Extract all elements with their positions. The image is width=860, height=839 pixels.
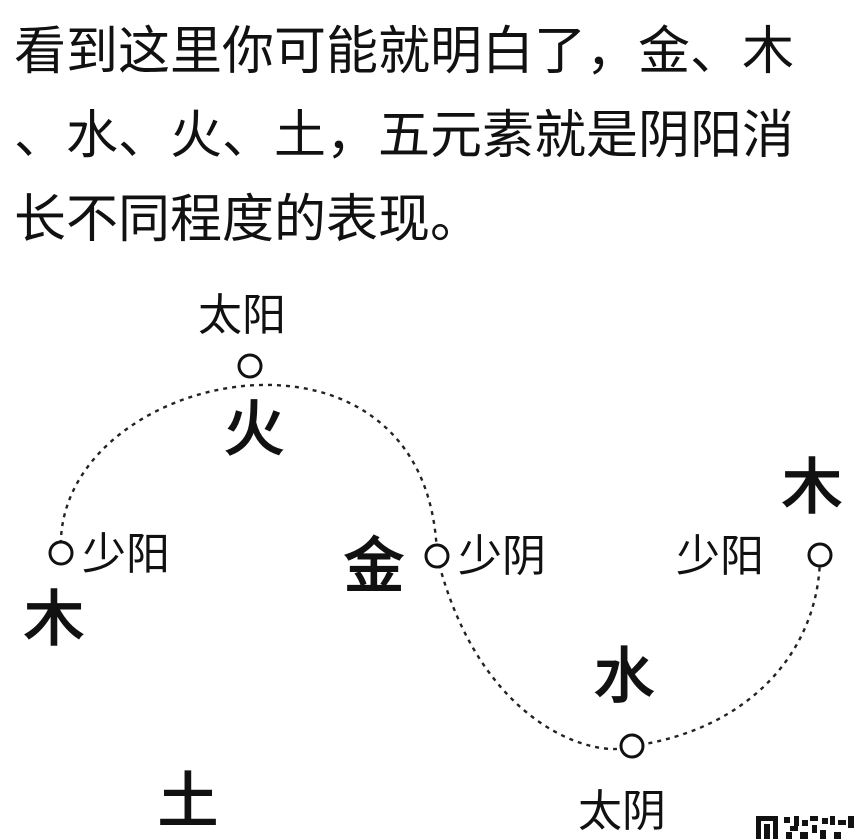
explanation-paragraph: 看到这里你可能就明白了，金、木 、水、火、土，五元素就是阴阳消 长不同程度的表现… (14, 10, 860, 262)
node-shaoyin (424, 543, 450, 569)
node-shaoyang-right (807, 542, 833, 568)
element-earth: 土 (158, 767, 218, 837)
element-metal: 金 (344, 532, 405, 602)
node-taiyang (237, 353, 263, 379)
label-shaoyang-left: 少阳 (82, 529, 170, 580)
paragraph-line-1: 看到这里你可能就明白了，金、木 (14, 22, 795, 82)
node-taiyin (619, 733, 645, 759)
node-shaoyang-left (48, 540, 74, 566)
paragraph-line-3: 长不同程度的表现。 (14, 190, 483, 250)
paragraph-line-2: 、水、火、土，五元素就是阴阳消 (14, 106, 795, 166)
element-wood-right: 木 (782, 453, 842, 523)
element-wood-left: 木 (24, 585, 84, 655)
label-shaoyin: 少阴 (458, 531, 546, 582)
element-fire: 火 (224, 395, 284, 465)
label-taiyang: 太阳 (198, 290, 286, 341)
label-taiyin: 太阴 (578, 786, 666, 837)
qr-code-icon (752, 812, 860, 839)
element-water: 水 (594, 642, 655, 712)
label-shaoyang-right: 少阳 (676, 531, 764, 582)
